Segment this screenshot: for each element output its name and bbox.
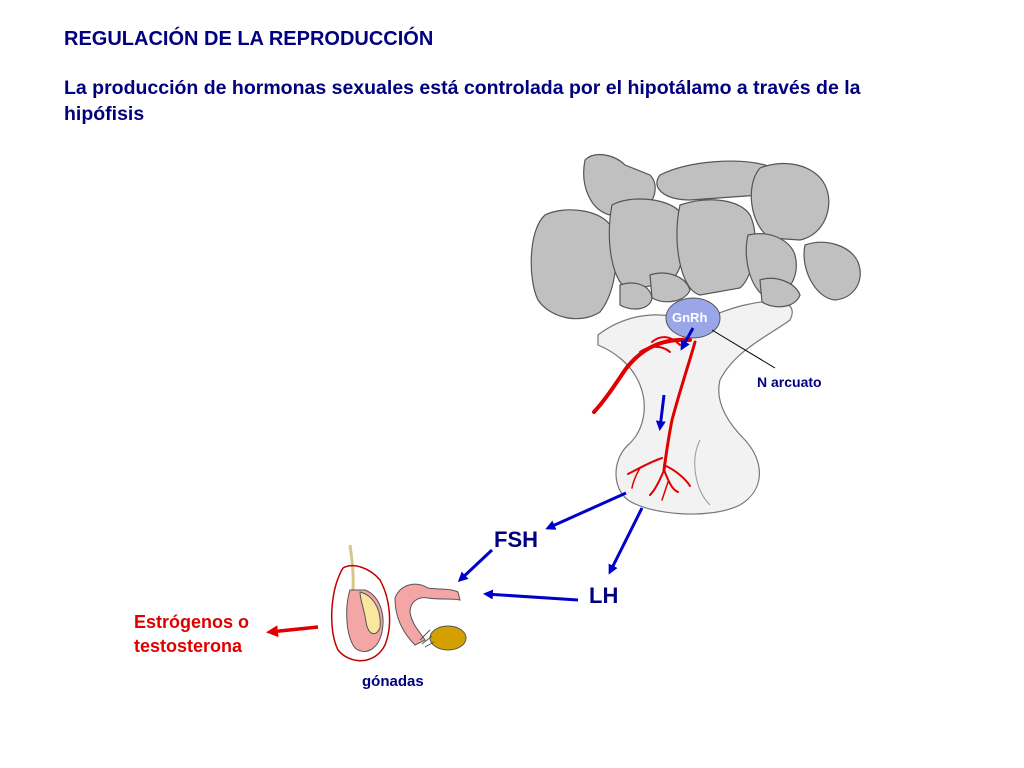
fsh-to-gonads-arrow bbox=[457, 548, 494, 583]
output-label-line2: testosterona bbox=[134, 636, 243, 656]
gnrh-nucleus bbox=[665, 297, 721, 339]
arcuate-nucleus-label: N arcuato bbox=[757, 374, 822, 390]
gnrh-label: GnRh bbox=[672, 310, 708, 325]
page-subtitle: La producción de hormonas sexuales está … bbox=[64, 77, 861, 125]
ovary bbox=[429, 625, 467, 651]
output-label-line1: Estrógenos o bbox=[134, 612, 250, 632]
page-title: REGULACIÓN DE LA REPRODUCCIÓN bbox=[64, 28, 434, 50]
output-hormone-arrow bbox=[266, 625, 319, 638]
arcuate-pointer-line bbox=[711, 329, 776, 369]
fsh-arrow bbox=[545, 491, 627, 530]
hormone-arrows bbox=[457, 327, 695, 602]
testis bbox=[330, 544, 391, 662]
pituitary-gland bbox=[597, 300, 793, 515]
hypothalamus-brain bbox=[530, 153, 861, 320]
ovary-and-tube bbox=[394, 583, 467, 651]
fsh-label: FSH bbox=[494, 527, 538, 552]
output-hormones-label: Estrógenos o testosterona bbox=[134, 610, 249, 658]
portal-vessels bbox=[592, 336, 697, 501]
lh-arrow bbox=[608, 507, 644, 575]
lh-to-gonads-arrow bbox=[483, 589, 579, 602]
portal-flow-arrow bbox=[655, 394, 666, 431]
gnrh-release-arrow bbox=[680, 327, 695, 351]
gonads-label: gónadas bbox=[362, 673, 424, 690]
lh-label: LH bbox=[589, 583, 619, 608]
